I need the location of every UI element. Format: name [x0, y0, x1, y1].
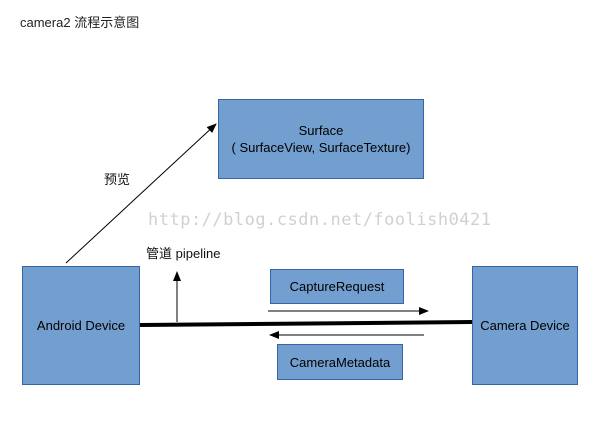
diagram-title: camera2 流程示意图: [20, 15, 140, 30]
surface-sublabel: ( SurfaceView, SurfaceTexture): [231, 140, 411, 155]
camera-metadata-label: CameraMetadata: [289, 354, 391, 370]
android-device-label: Android Device: [36, 318, 126, 333]
pipeline-line: [139, 320, 473, 327]
pipeline-label: 管道 pipeline: [146, 246, 221, 261]
surface-box: Surface ( SurfaceView, SurfaceTexture): [218, 99, 424, 179]
capture-request-label: CaptureRequest: [289, 279, 385, 294]
watermark-text: http://blog.csdn.net/foolish0421: [148, 210, 492, 230]
camera-metadata-box: CameraMetadata: [277, 344, 403, 380]
camera-device-label: Camera Device: [480, 318, 570, 333]
android-device-box: Android Device: [22, 266, 140, 385]
preview-label: 预览: [104, 172, 131, 187]
preview-arrow: [65, 123, 217, 264]
capture-request-box: CaptureRequest: [270, 269, 404, 304]
surface-label: Surface: [298, 123, 344, 138]
camera-device-box: Camera Device: [472, 266, 578, 385]
